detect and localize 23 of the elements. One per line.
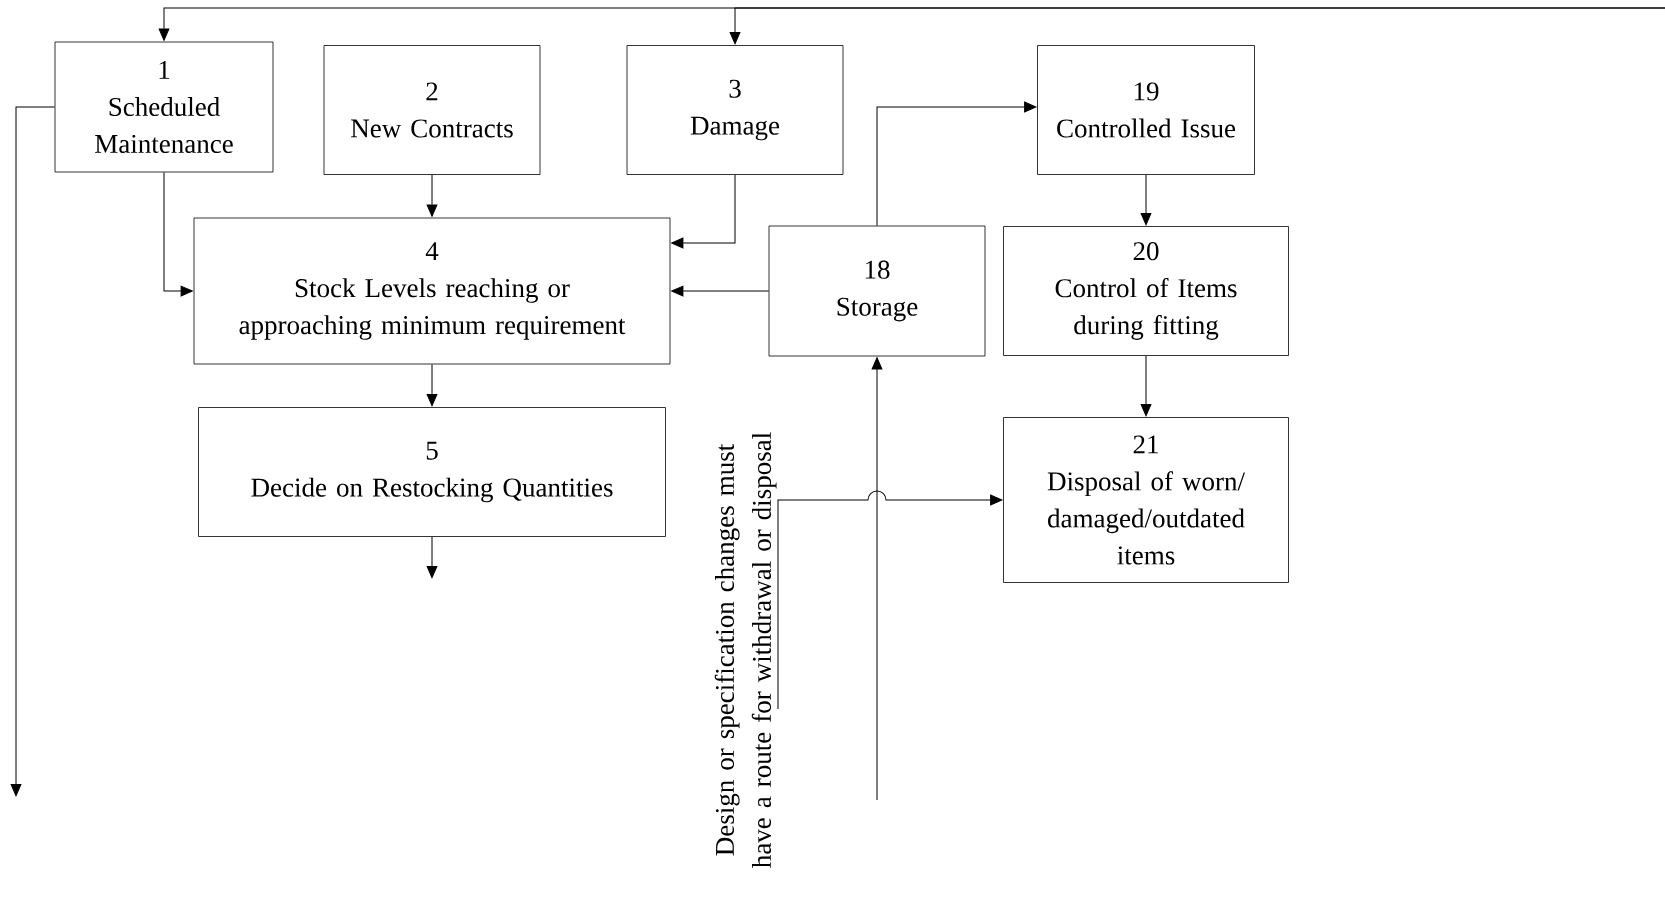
arrow — [1140, 355, 1152, 417]
arrow — [729, 7, 1665, 45]
arrow — [671, 174, 736, 249]
process-box: 5 Decide on Restocking Quantities — [198, 407, 666, 537]
arrow — [871, 357, 883, 801]
process-box: 3 Damage — [626, 45, 844, 175]
process-box: 19 Controlled Issue — [1037, 45, 1255, 175]
arrow — [426, 174, 438, 217]
arrow — [426, 536, 438, 579]
process-box: 21 Disposal of worn/ damaged/outdated items — [1003, 417, 1289, 583]
arrow — [876, 101, 1037, 227]
arrow — [10, 106, 56, 797]
note-text: Design or specification changes must have a route for withdrawal or disposal — [714, 432, 777, 868]
arrow — [426, 363, 438, 407]
process-box: 2 New Contracts — [323, 45, 541, 175]
arrow — [163, 171, 193, 297]
process-box: 18 Storage — [768, 225, 986, 357]
arrow — [777, 490, 1003, 710]
arrow — [671, 285, 770, 297]
process-box: 1 Scheduled Maintenance — [54, 41, 274, 173]
process-box: 20 Control of Items during fitting — [1003, 226, 1289, 356]
arrow — [1140, 174, 1152, 226]
process-box: 4 Stock Levels reaching or approaching minimum requirement — [193, 217, 671, 365]
